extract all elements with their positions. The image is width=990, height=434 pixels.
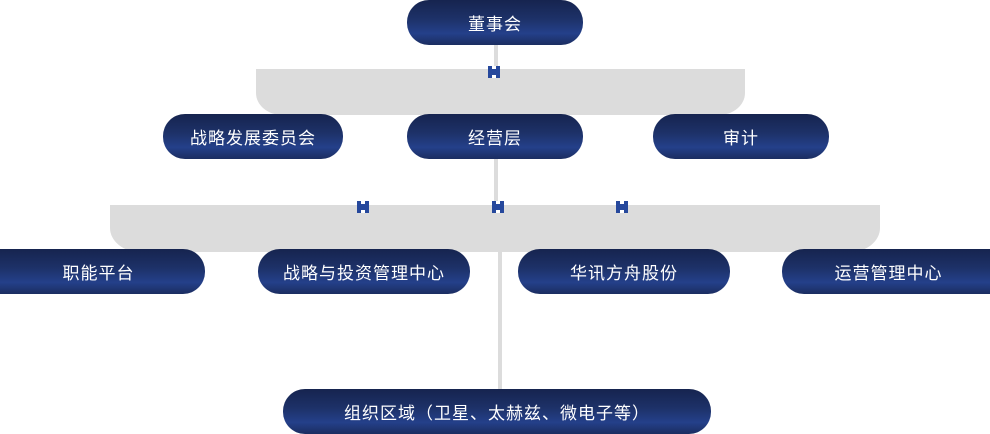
connector-band-level2 bbox=[256, 69, 745, 115]
node-strategy-investment-center[interactable]: 战略与投资管理中心 bbox=[258, 249, 470, 294]
node-huaxun-fangzhou[interactable]: 华讯方舟股份 bbox=[518, 249, 730, 294]
connector-stem-level3-to-region bbox=[498, 252, 502, 392]
junction-marker-right bbox=[616, 201, 628, 213]
node-function-platform[interactable]: 职能平台 bbox=[0, 249, 205, 294]
connector-stem-management-to-level3 bbox=[494, 157, 498, 209]
node-board[interactable]: 董事会 bbox=[407, 0, 583, 45]
junction-marker-center bbox=[492, 201, 504, 213]
connector-stem-board-to-level2 bbox=[494, 41, 498, 71]
junction-marker-top bbox=[488, 66, 500, 78]
node-strategy-committee[interactable]: 战略发展委员会 bbox=[163, 114, 343, 159]
node-operation-center[interactable]: 运营管理中心 bbox=[782, 249, 990, 294]
node-audit[interactable]: 审计 bbox=[653, 114, 829, 159]
junction-marker-left bbox=[357, 201, 369, 213]
node-org-region[interactable]: 组织区域（卫星、太赫兹、微电子等） bbox=[283, 389, 711, 434]
node-management-layer[interactable]: 经营层 bbox=[407, 114, 583, 159]
